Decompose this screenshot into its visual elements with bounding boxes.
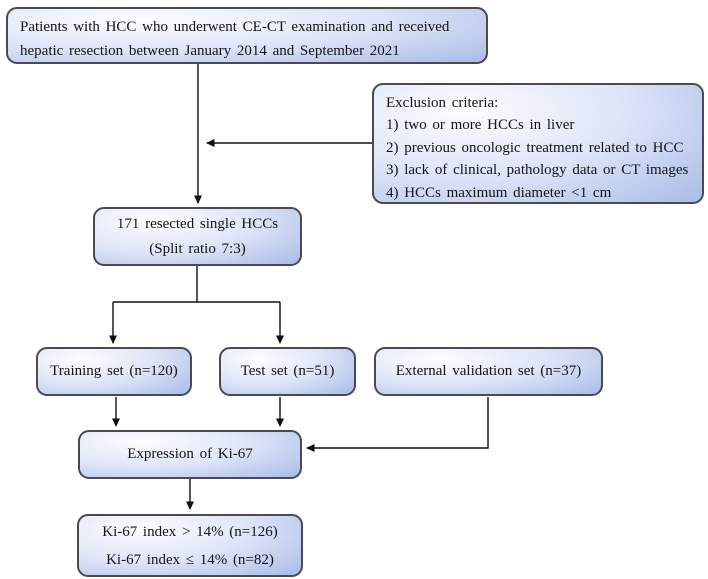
node-resected-line2: (Split ratio 7:3) <box>149 240 246 257</box>
node-external-label: External validation set (n=37) <box>395 363 582 379</box>
node-ki67-outcome: Ki-67 index > 14% (n=126) Ki-67 index ≤ … <box>77 514 303 577</box>
node-outcome-line1: Ki-67 index > 14% (n=126) <box>102 523 278 540</box>
arrow-external-to-expression <box>306 397 489 452</box>
node-external-validation-set: External validation set (n=37) <box>374 347 603 396</box>
exclusion-item: 4) HCCs maximum diameter <1 cm <box>386 184 612 201</box>
node-training-set: Training set (n=120) <box>36 347 192 396</box>
node-test-set: Test set (n=51) <box>219 347 356 396</box>
node-expression-label: Expression of Ki-67 <box>127 446 253 462</box>
node-patients-line2: hepatic resection between January 2014 a… <box>20 43 400 59</box>
node-expression-ki67: Expression of Ki-67 <box>78 430 302 479</box>
exclusion-item: 3) lack of clinical, pathology data or C… <box>386 162 689 179</box>
node-patients-line1: Patients with HCC who underwent CE-CT ex… <box>20 19 450 35</box>
node-resected-hccs: 171 resected single HCCs (Split ratio 7:… <box>93 207 302 266</box>
node-exclusion-criteria: Exclusion criteria: 1) two or more HCCs … <box>372 83 704 204</box>
node-training-label: Training set (n=120) <box>50 363 178 379</box>
node-patients: Patients with HCC who underwent CE-CT ex… <box>6 7 488 64</box>
node-resected-line1: 171 resected single HCCs <box>116 215 279 232</box>
node-outcome-line2: Ki-67 index ≤ 14% (n=82) <box>106 551 274 568</box>
node-test-label: Test set (n=51) <box>240 363 335 379</box>
exclusion-item: 2) previous oncologic treatment related … <box>386 139 684 156</box>
exclusion-heading: Exclusion criteria: <box>386 95 499 111</box>
exclusion-item: 1) two or more HCCs in liver <box>386 117 575 134</box>
